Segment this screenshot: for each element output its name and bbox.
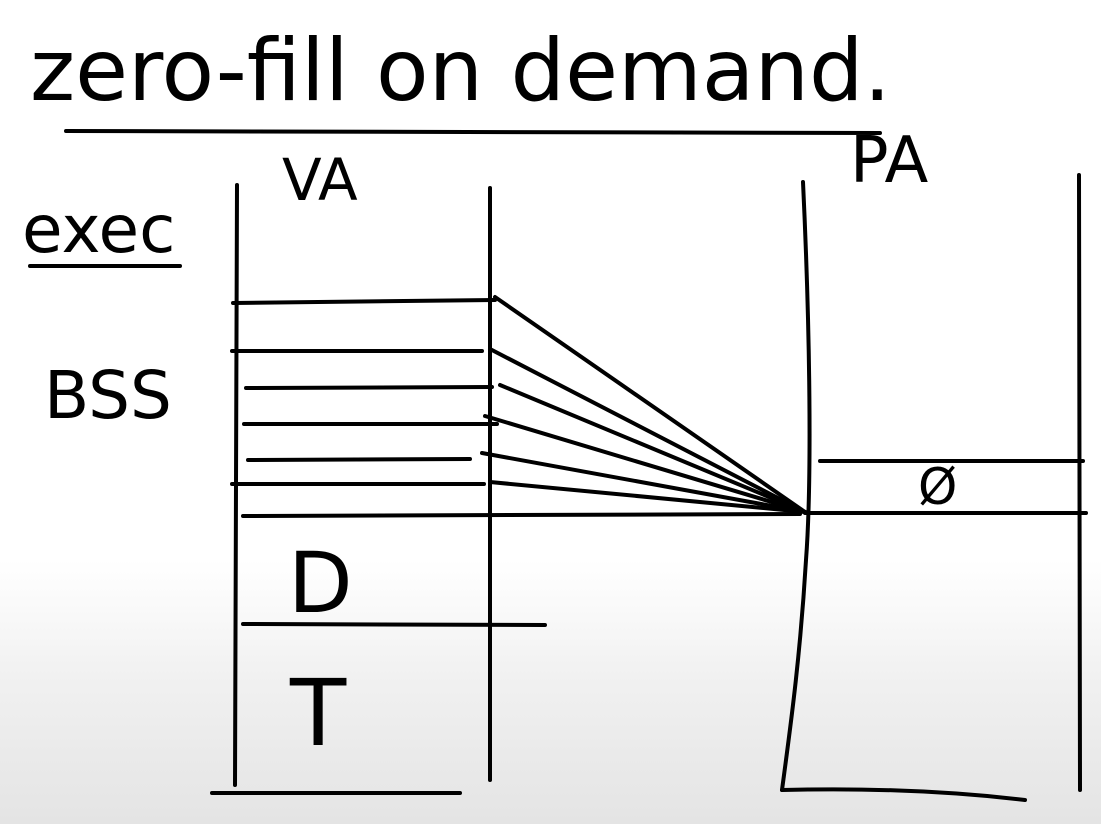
pa-label: PA <box>850 124 929 198</box>
pa-left-border <box>780 180 812 792</box>
mapping-line <box>483 414 807 514</box>
text-segment-label: T <box>289 660 347 767</box>
pa-right-border <box>1077 173 1082 792</box>
title: zero-fill on demand. <box>30 21 891 121</box>
mapping-line <box>480 451 807 514</box>
mapping-line <box>493 295 807 514</box>
mapping-line <box>488 347 807 514</box>
mapping-lines <box>480 295 807 514</box>
bss-page-lines <box>230 298 802 518</box>
title-underline <box>64 129 882 135</box>
data-text-divider <box>241 622 547 627</box>
bss-label: BSS <box>44 357 172 434</box>
pa-bottom-line <box>780 787 1027 802</box>
bss-page-line <box>244 385 494 390</box>
bss-page-line <box>231 298 497 305</box>
va-label: VA <box>282 146 358 214</box>
zero-page-label: Ø <box>918 458 957 516</box>
bss-page-line <box>246 457 472 462</box>
mapping-line <box>488 480 807 514</box>
bss-bottom-line <box>241 512 802 518</box>
exec-label: exec <box>22 191 175 268</box>
data-segment-label: D <box>288 534 353 632</box>
mapping-line <box>498 383 807 514</box>
